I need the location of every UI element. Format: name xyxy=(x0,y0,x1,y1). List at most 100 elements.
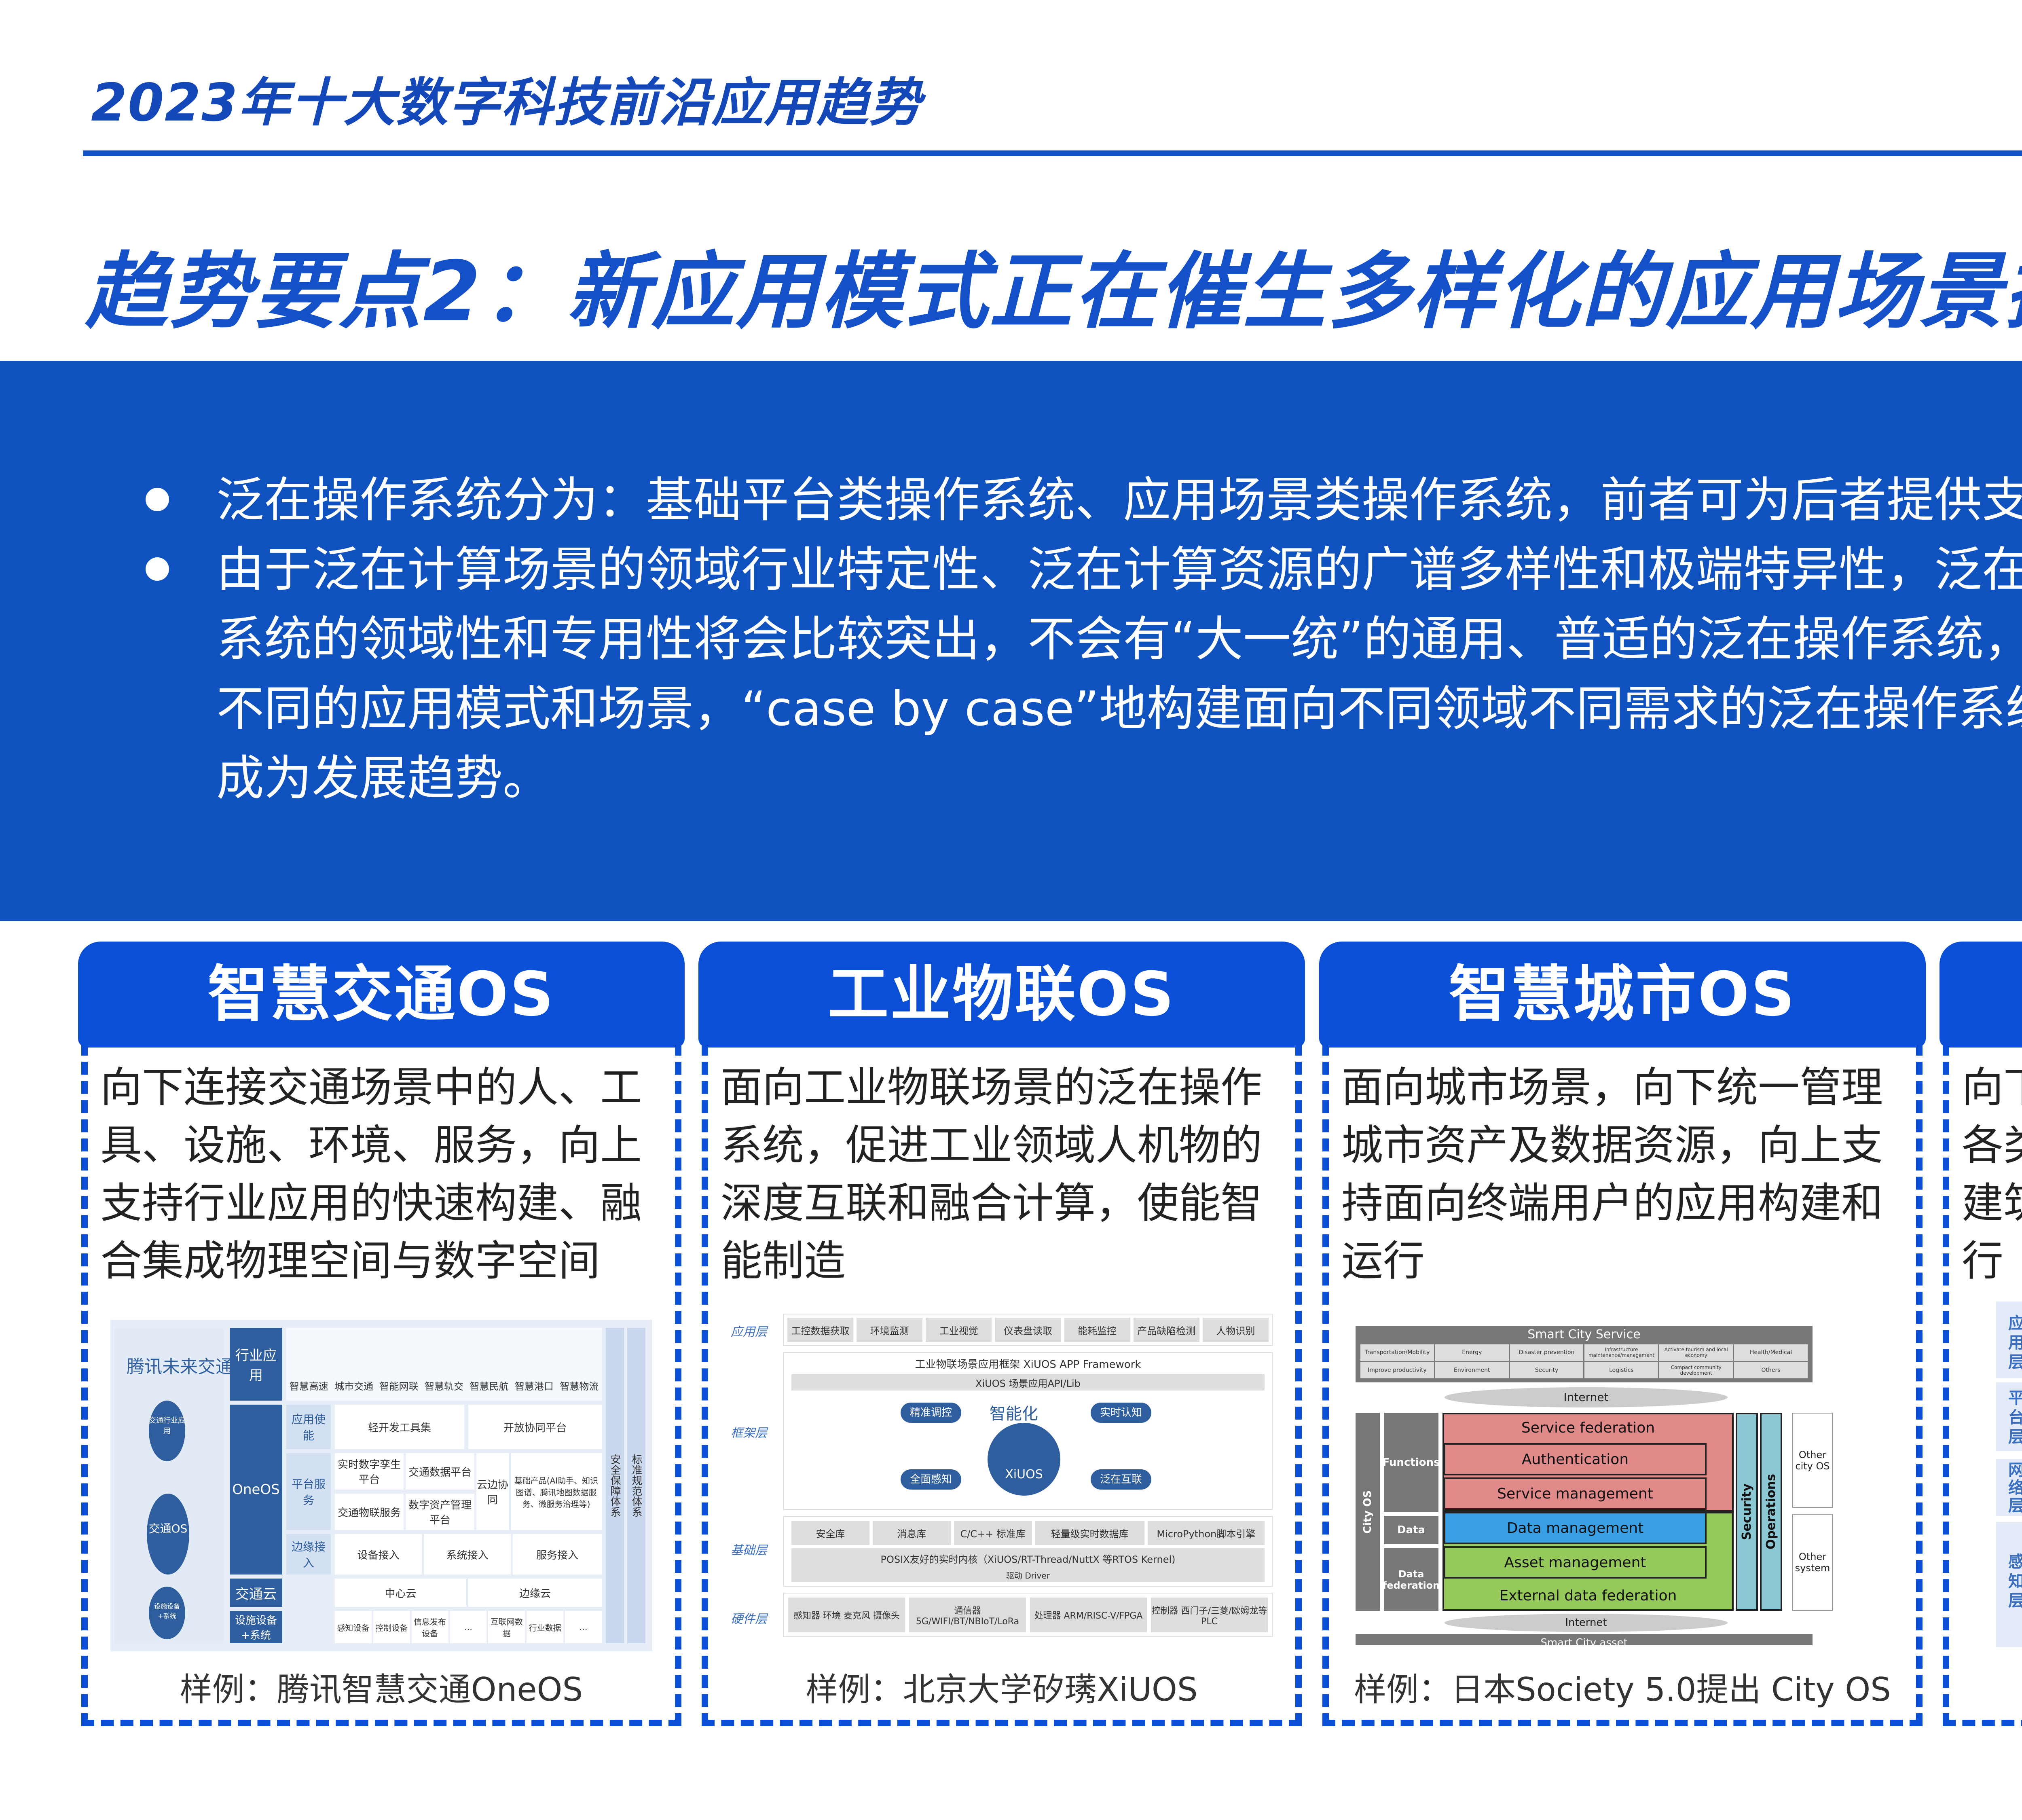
app-label: 智慧物流 xyxy=(560,1381,599,1392)
fig-cell: 基础产品(AI助手、知识图谱、腾讯地图数据服务、微服务治理等) xyxy=(511,1453,602,1530)
app-label: 城市交通 xyxy=(334,1381,374,1392)
fig-api: XiUOS 场景应用API/Lib xyxy=(791,1374,1265,1390)
slide-title: 趋势要点2：新应用模式正在催生多样化的应用场景操作系统 xyxy=(85,244,2022,340)
fig-internet: Internet xyxy=(1445,1614,1728,1632)
card-title: 智慧交通OS xyxy=(78,942,685,1048)
fig-cell: 仪表盘读取 xyxy=(995,1318,1061,1342)
layer-label: 网络层 xyxy=(2008,1461,2022,1515)
bullet-item: 泛在操作系统分为：基础平台类操作系统、应用场景类操作系统，前者可为后者提供支撑。 xyxy=(140,465,2022,535)
fig-vertical: Security xyxy=(1736,1413,1758,1611)
fig-pill: 精准调控 xyxy=(901,1403,961,1423)
fig-vertical: Operations xyxy=(1760,1413,1782,1611)
fig-row-label: OneOS xyxy=(230,1405,282,1575)
fig-cell: 轻开发工具集 xyxy=(335,1405,464,1449)
card-description: 向下连接交通场景中的人、工具、设施、环境、服务，向上支持行业应用的快速构建、融合… xyxy=(100,1063,642,1285)
card-title: 工业物联OS xyxy=(698,942,1305,1048)
fig-cell: 人物识别 xyxy=(1202,1318,1269,1342)
xiuos-core: XiUOS xyxy=(988,1423,1060,1496)
card-description: 面向工业物联场景的泛在操作系统，促进工业领域人机物的深度互联和融合计算，使能智能… xyxy=(721,1063,1262,1285)
layer-label: 框架层 xyxy=(731,1426,767,1440)
app-label: 智能网联 xyxy=(379,1381,419,1392)
bullet-text: 由于泛在计算场景的领域行业特定性、泛在计算资源的广谱多样性和极端特异性，泛在操作… xyxy=(216,542,2022,806)
fig-hw-row: 感知器 环境 麦克风 摄像头 通信器 5G/WIFI/BT/NBIoT/LoRa… xyxy=(783,1593,1273,1637)
fig-bar: Data management xyxy=(1444,1512,1707,1544)
deck-subtitle: 2023年十大数字科技前沿应用趋势 xyxy=(91,73,922,133)
fig-pill: 全面感知 xyxy=(901,1469,961,1490)
fig-cell: 感知设备 xyxy=(335,1611,372,1643)
bullet-dot-icon xyxy=(146,488,169,511)
fig-bottom-label: Smart City asset xyxy=(1356,1634,1813,1645)
fig-cell: MicroPython脚本引擎 xyxy=(1147,1521,1265,1545)
figure-weiling-architecture: 应用层 平台层 网络层 感知层 智能照明 智慧安防 能源管理 设备管理 微瓴 T… xyxy=(1996,1302,2022,1649)
fig-framework: 工业物联场景应用框架 XiUOS APP Framework xyxy=(915,1359,1141,1371)
header-divider xyxy=(83,150,2022,156)
fig-cell: 环境监测 xyxy=(857,1318,923,1342)
card-description: 面向城市场景，向下统一管理城市资产及数据资源，向上支持面向终端用户的应用构建和运… xyxy=(1341,1063,1883,1285)
fig-cell: … xyxy=(450,1611,487,1643)
app-label: 智慧轨交 xyxy=(424,1381,463,1392)
fig-cell: 控制设备 xyxy=(373,1611,410,1643)
bullet-dot-icon xyxy=(146,557,169,581)
fig-cell: 能耗监控 xyxy=(1064,1318,1130,1342)
fig-cell: 云边协同 xyxy=(476,1453,509,1530)
fig-cell: 服务接入 xyxy=(513,1534,602,1575)
card-smart-building-os: 智慧建筑OS 向下整合分散在建筑空间中的各类设备及其数据，向上支持建筑空间多应用… xyxy=(1940,942,2022,1726)
fig-cell: 行业数据 xyxy=(527,1611,564,1643)
app-label: 智慧高速 xyxy=(289,1381,328,1392)
fig-cell: … xyxy=(565,1611,602,1643)
fig-other: Other city OS xyxy=(1792,1413,1833,1508)
fig-sub-label: 应用使能 xyxy=(286,1405,331,1449)
fig-sub-label: 平台服务 xyxy=(286,1453,331,1530)
fig-driver: 驱动 Driver xyxy=(791,1568,1265,1582)
fig-cell: 系统接入 xyxy=(424,1534,511,1575)
card-smart-city-os: 智慧城市OS 面向城市场景，向下统一管理城市资产及数据资源，向上支持面向终端用户… xyxy=(1319,942,1926,1726)
fig-bar: Service federation xyxy=(1521,1420,1655,1436)
fig-kernel: POSIX友好的实时内核（XiUOS/RT-Thread/NuttX 等RTOS… xyxy=(791,1548,1265,1568)
fig-service-grid: Transportation/Mobility Energy Disaster … xyxy=(1360,1344,1808,1378)
fig-cell: 数字资产管理平台 xyxy=(406,1494,474,1530)
fig-cell: 控制器 西门子/三菱/欧姆龙等PLC xyxy=(1151,1598,1268,1632)
layer-label: 应用层 xyxy=(2008,1314,2022,1371)
fig-cell: 安全库 xyxy=(791,1521,869,1545)
figure-city-os-architecture: Smart City Service Transportation/Mobili… xyxy=(1356,1326,1897,1645)
fig-group: Data federation xyxy=(1383,1548,1440,1611)
fig-bar: Service management xyxy=(1444,1477,1707,1510)
fig-cell: 工控数据获取 xyxy=(787,1318,854,1342)
fig-side-label: 安全保障体系 xyxy=(606,1328,624,1643)
bullet-item: 由于泛在计算场景的领域行业特定性、泛在计算资源的广谱多样性和极端特异性，泛在操作… xyxy=(140,535,2022,813)
fig-sub-label: 边缘接入 xyxy=(286,1534,331,1575)
card-caption: 样例：腾讯智慧建筑OS微瓴 xyxy=(1940,1663,2022,1710)
fig-cell: 信息发布设备 xyxy=(411,1611,448,1643)
card-caption: 样例：腾讯智慧交通OneOS xyxy=(180,1671,583,1708)
fig-center-label: 智能化 xyxy=(990,1405,1038,1423)
card-caption: 样例：日本Society 5.0提出 City OS xyxy=(1354,1671,1891,1708)
bullet-list: 泛在操作系统分为：基础平台类操作系统、应用场景类操作系统，前者可为后者提供支撑。… xyxy=(140,465,2022,813)
fig-group: Functions xyxy=(1382,1413,1440,1512)
fig-cell: 产品缺陷检测 xyxy=(1133,1318,1199,1342)
fig-cell: 边缘云 xyxy=(468,1579,602,1607)
fig-app-row: 工控数据获取 环境监测 工业视觉 仪表盘读取 能耗监控 产品缺陷检测 人物识别 xyxy=(783,1314,1273,1346)
card-smart-transport-os: 智慧交通OS 向下连接交通场景中的人、工具、设施、环境、服务，向上支持行业应用的… xyxy=(78,942,685,1726)
fig-cell: 消息库 xyxy=(872,1521,951,1545)
bullet-text: 泛在操作系统分为：基础平台类操作系统、应用场景类操作系统，前者可为后者提供支撑。 xyxy=(216,472,2022,528)
fig-node: 交通行业应用 xyxy=(149,1401,185,1461)
card-caption: 样例：北京大学矽璓XiUOS xyxy=(806,1671,1198,1708)
fig-row-label: 交通云 xyxy=(230,1579,282,1607)
layer-label: 平台层 xyxy=(2008,1389,2022,1446)
fig-side-label: 标准规范体系 xyxy=(627,1328,645,1643)
fig-bar: External data federation xyxy=(1499,1587,1677,1604)
fig-cell: 轻量级实时数据库 xyxy=(1035,1521,1144,1545)
card-description: 向下整合分散在建筑空间中的各类设备及其数据，向上支持建筑空间多应用场景的构建运行 xyxy=(1962,1063,2022,1285)
fig-app-icons: 智慧高速 城市交通 智能网联 智慧轨交 智慧民航 智慧港口 智慧物流 xyxy=(286,1328,602,1401)
card-industrial-iot-os: 工业物联OS 面向工业物联场景的泛在操作系统，促进工业领域人机物的深度互联和融合… xyxy=(698,942,1305,1726)
fig-group: Data xyxy=(1384,1516,1438,1544)
fig-node: 交通OS xyxy=(147,1494,189,1575)
card-title: 智慧建筑OS xyxy=(1940,942,2022,1048)
app-label: 智慧港口 xyxy=(514,1381,554,1392)
fig-bar: Authentication xyxy=(1444,1443,1707,1475)
summary-banner: 1 1 1 0 0 0 0 0 1 1 1 1 0 0 0 1 1 1 1 0 … xyxy=(0,361,2022,921)
fig-bar: Asset management xyxy=(1444,1546,1707,1579)
fig-pill: 实时认知 xyxy=(1091,1403,1151,1423)
fig-cell: 实时数字孪生平台 xyxy=(335,1453,404,1490)
fig-cell: 设备接入 xyxy=(335,1534,422,1575)
